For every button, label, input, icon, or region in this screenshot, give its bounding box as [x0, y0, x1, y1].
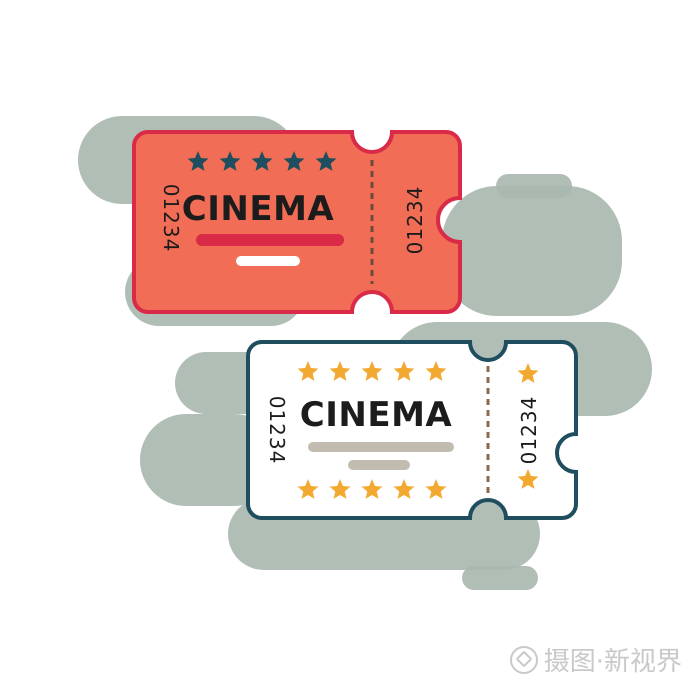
- star-icon: [315, 151, 337, 171]
- star-icon: [517, 469, 539, 489]
- ticket-white-title: CINEMA: [300, 395, 453, 435]
- ticket-red-red-bar: [196, 234, 344, 246]
- ticket-white-serial-left: 01234: [265, 396, 289, 465]
- star-icon: [361, 361, 383, 381]
- star-icon: [283, 151, 305, 171]
- ticket-white: CINEMA 01234 01234: [246, 340, 578, 520]
- star-icon: [187, 151, 209, 171]
- cloud-shape: [442, 186, 622, 316]
- star-icon: [219, 151, 241, 171]
- ticket-white-stars-top: [297, 361, 447, 381]
- ticket-white-stars-stub: [517, 363, 539, 489]
- ticket-white-gray-bar: [308, 442, 454, 452]
- star-icon: [329, 479, 351, 499]
- watermark: 摄图·新视界: [509, 641, 682, 678]
- star-icon: [517, 363, 539, 383]
- ticket-white-body: [246, 340, 578, 520]
- ticket-red-stars: [187, 151, 337, 171]
- watermark-logo-icon: [509, 645, 538, 674]
- cloud-shape: [140, 414, 280, 506]
- star-icon: [393, 479, 415, 499]
- star-icon: [297, 479, 319, 499]
- ticket-red: CINEMA 01234 01234: [132, 130, 462, 314]
- star-icon: [329, 361, 351, 381]
- ticket-red-white-bar: [236, 256, 300, 266]
- star-icon: [297, 361, 319, 381]
- star-icon: [393, 361, 415, 381]
- ticket-red-body: [132, 130, 462, 314]
- watermark-text: 摄图·新视界: [543, 647, 682, 677]
- star-icon: [361, 479, 383, 499]
- star-icon: [251, 151, 273, 171]
- ticket-white-gray-bar-short: [348, 460, 410, 470]
- star-icon: [425, 361, 447, 381]
- ticket-red-title: CINEMA: [182, 189, 335, 229]
- star-icon: [425, 479, 447, 499]
- ticket-red-serial-right: 01234: [403, 186, 427, 255]
- ticket-white-stars-bottom: [297, 479, 447, 499]
- cloud-shape: [462, 566, 538, 590]
- ticket-red-serial-left: 01234: [159, 184, 183, 253]
- ticket-white-serial-right: 01234: [517, 396, 541, 465]
